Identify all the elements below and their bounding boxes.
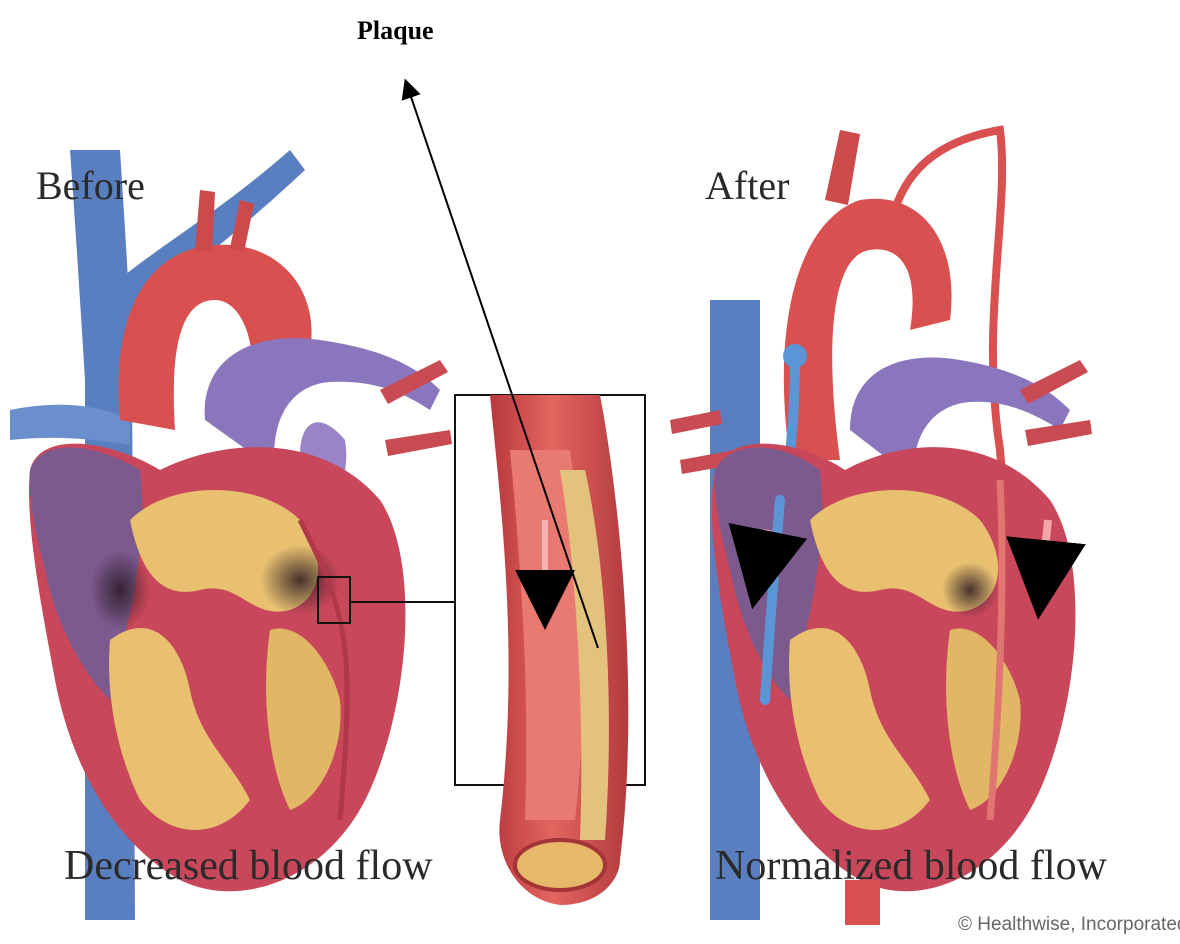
artery-cross-section	[455, 395, 645, 905]
plaque-label: Plaque	[357, 16, 434, 46]
artery-opening	[515, 840, 605, 890]
before-title: Before	[36, 162, 145, 209]
after-shadow	[942, 562, 998, 618]
after-title: After	[705, 162, 789, 209]
after-caption: Normalized blood flow	[715, 842, 1107, 890]
copyright-credit: © Healthwise, Incorporated	[958, 914, 1180, 936]
graft-anastomosis	[783, 344, 807, 368]
after-aorta-trunk	[825, 130, 860, 205]
before-heart-illustration	[10, 150, 455, 920]
after-heart-illustration	[670, 130, 1092, 925]
ischemia-shadow-left	[90, 550, 150, 630]
before-caption: Decreased blood flow	[64, 842, 433, 890]
